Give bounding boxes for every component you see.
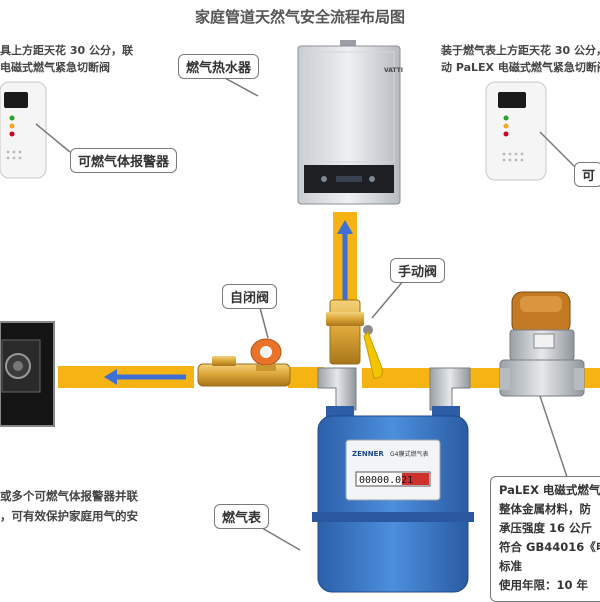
label-manual-valve: 手动阀 (390, 258, 446, 283)
manual-valve-body (329, 299, 361, 365)
leader-alarm-left (35, 123, 71, 153)
manual-valve (326, 299, 383, 379)
manual-valve-handle (363, 331, 383, 379)
palex-spec-box: PaLEX 电磁式燃气 整体金属材料，防 承压强度 16 公斤 符合 GB440… (490, 476, 600, 602)
gas-alarm-left (0, 81, 47, 179)
alarm-left-led-red (9, 131, 15, 137)
leader-alarm-right (539, 131, 577, 169)
leader-gas-meter (261, 527, 301, 551)
spec-line-2: 整体金属材料，防 (499, 502, 591, 516)
auto-valve (197, 338, 291, 387)
meter-faceplate (345, 439, 441, 501)
pipe-right-a (470, 368, 506, 388)
leader-palex-valve (539, 395, 571, 487)
heater-brand: VATTI (384, 67, 403, 74)
heater-body (297, 45, 401, 205)
label-gas-meter: 燃气表 (214, 504, 270, 529)
alarm-right-led-yellow (503, 123, 509, 129)
auto-valve-window (260, 346, 272, 358)
alarm-right-screen (498, 92, 526, 108)
meter-brand: ZENNER (352, 450, 384, 458)
manual-valve-hex (326, 312, 364, 326)
pipe-valve-segment (288, 367, 324, 388)
alarm-left-led-yellow (9, 123, 15, 129)
alarm-left-screen (4, 92, 28, 108)
label-auto-valve: 自闭阀 (222, 284, 278, 309)
flow-arrow-up-head (337, 220, 353, 234)
heater-flue (340, 40, 356, 50)
bottom-left-note: 或多个可燃气体报警器并联 ，可有效保护家庭用气的安 (0, 486, 138, 526)
gas-meter: ZENNER G4膜式燃气表 00000.021 (312, 406, 474, 593)
label-water-heater: 燃气热水器 (178, 54, 260, 79)
stove-burner-cap (13, 361, 23, 371)
top-right-note: 装于燃气表上方距天花 30 公分， 动 PaLEX 电磁式燃气紧急切断阀 (441, 42, 600, 76)
spec-line-6: 使用年限：10 年 (499, 578, 589, 592)
meter-counter-decimal (402, 473, 429, 485)
alarm-right-led-green (503, 115, 509, 121)
top-left-note-line-1: 具上方距天花 30 公分，联 (0, 44, 133, 57)
heater-screen (336, 176, 362, 182)
alarm-right-speaker-icon (502, 152, 524, 162)
heater-button-icon (369, 176, 375, 182)
palex-valve (499, 291, 585, 397)
label-gas-alarm-left: 可燃气体报警器 (70, 148, 178, 173)
spec-line-4: 符合 GB44016《电 (499, 540, 600, 554)
label-gas-alarm-right: 可 (574, 162, 600, 187)
auto-valve-neck (256, 365, 276, 371)
palex-valve-port (574, 368, 584, 390)
auto-valve-body (197, 363, 291, 387)
meter-rim (312, 512, 474, 522)
spec-line-1: PaLEX 电磁式燃气 (499, 483, 600, 497)
palex-valve-cap-highlight (520, 296, 562, 312)
top-left-note: 具上方距天花 30 公分，联 电磁式燃气紧急切断阀 (0, 42, 133, 76)
palex-valve-body (499, 359, 585, 397)
heater-button-icon (321, 176, 327, 182)
spec-line-5: 标准 (499, 559, 522, 573)
water-heater: VATTI (297, 40, 403, 205)
elbow-right (429, 367, 471, 411)
leader-manual-valve (371, 279, 405, 319)
manual-valve-stem (363, 325, 373, 335)
gas-alarm-right (485, 81, 547, 181)
palex-valve-logo-plate (533, 333, 555, 349)
heater-front-panel (303, 51, 395, 163)
bottom-left-note-line-1: 或多个可燃气体报警器并联 (0, 489, 138, 503)
alarm-left-led-green (9, 115, 15, 121)
auto-valve-nut (212, 356, 236, 366)
pipe-right-b (580, 368, 600, 388)
top-right-note-line-2: 动 PaLEX 电磁式燃气紧急切断阀 (441, 61, 600, 74)
diagram-title: 家庭管道天然气安全流程布局图 (194, 8, 405, 26)
top-left-note-line-2: 电磁式燃气紧急切断阀 (0, 61, 110, 74)
alarm-left-speaker-icon (6, 150, 22, 160)
meter-model: G4膜式燃气表 (390, 450, 428, 458)
flow-arrow-left-head (104, 369, 117, 385)
alarm-right-led-red (503, 131, 509, 137)
spec-line-3: 承压强度 16 公斤 (499, 521, 593, 535)
meter-reading: 00000.021 (359, 475, 413, 486)
palex-spec-text: PaLEX 电磁式燃气 整体金属材料，防 承压强度 16 公斤 符合 GB440… (491, 477, 600, 595)
palex-valve-port (500, 368, 510, 390)
top-right-note-line-1: 装于燃气表上方距天花 30 公分， (441, 44, 600, 57)
elbow-left (317, 367, 357, 411)
gas-stove (0, 321, 55, 427)
bottom-left-note-line-2: ，可有效保护家庭用气的安 (0, 509, 138, 523)
